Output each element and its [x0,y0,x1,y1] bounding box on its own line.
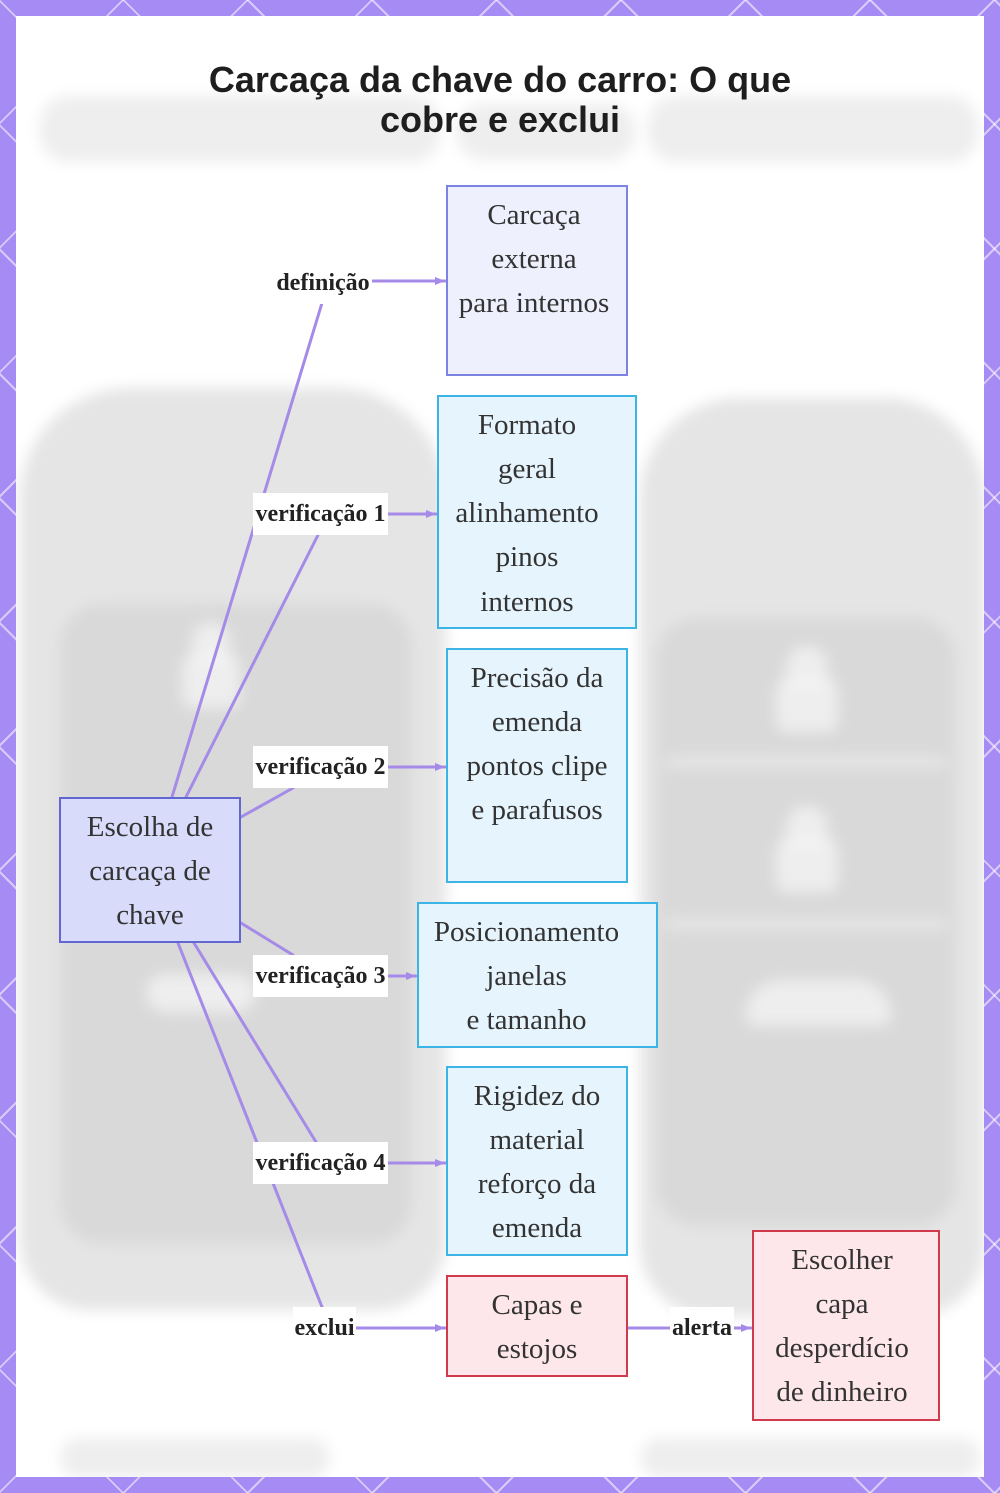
node-posicionamento: Posicionamento janelas e tamanho [417,902,658,1048]
background-blurred-text [640,1438,980,1477]
node-text-line: Formato [477,408,577,441]
edge-label-alerta: alerta [670,1307,734,1349]
car-icon [146,974,256,1012]
edge-label-verificacao-3: verificação 3 [253,955,388,997]
edge-verificacao-3 [239,921,418,980]
node-text-line: Precisão da [470,661,604,694]
node-text-line: chave [116,899,184,932]
node-text-line: Escolha de [86,810,214,843]
node-text-line: emenda [491,1212,583,1245]
node-rigidez-do-material: Rigidez do material reforço da emenda [446,1066,628,1256]
node-capas-e-estojos: Capas e estojos [446,1275,628,1377]
node-formato-geral: Formato geral alinhamento pinos internos [437,395,637,629]
node-text-line: capa [815,1287,869,1320]
background-blurred-text [456,104,636,160]
background-blurred-text [60,1438,330,1477]
node-text-line: Escolher [791,1243,893,1276]
car-icon [746,980,891,1026]
lock-icon [776,680,838,732]
edge-verificacao-1 [184,510,438,799]
lock-shackle-icon [786,806,828,846]
edge-label-definicao: definição [274,262,372,304]
node-text-line: Carcaça [487,198,581,231]
edge-connector [184,533,320,799]
node-escolher-capa-desperdicio: Escolher capa desperdício de dinheiro [752,1230,940,1421]
node-precisao-da-emenda: Precisão da emenda pontos clipe e parafu… [446,648,628,883]
node-carcaca-externa: Carcaça externa para internos [446,185,628,376]
background-fob-divider [666,758,946,766]
node-text-line: e parafusos [471,794,603,827]
edge-label-exclui: exclui [293,1307,356,1349]
node-escolha-de-carcaca-de-chave: Escolha de carcaça de chave [59,797,241,943]
node-text-line: para internos [458,287,610,320]
node-text-line: Capas e [491,1288,583,1321]
background-blurred-text [648,96,978,162]
node-text-line: geral [498,452,556,485]
edge-label-verificacao-2: verificação 2 [253,746,388,788]
edge-label-verificacao-4: verificação 4 [253,1142,388,1184]
edge-connector [239,921,295,957]
lock-shackle-icon [786,646,828,686]
node-text-line: pontos clipe [466,750,608,783]
node-text-line: emenda [491,705,583,738]
edge-definicao [170,277,447,799]
background-fob-divider [666,920,946,928]
node-text-line: estojos [496,1332,578,1365]
node-text-line: Rigidez do [473,1079,601,1112]
lock-icon [776,840,838,892]
edge-exclui [176,941,447,1332]
node-text-line: de dinheiro [776,1376,908,1409]
edge-verificacao-4 [192,941,447,1167]
node-text-line: e tamanho [466,1004,587,1037]
edge-label-verificacao-1: verificação 1 [253,493,388,535]
edge-connector [239,786,295,819]
node-text-line: Posicionamento [433,915,620,948]
node-text-line: reforço da [477,1168,597,1201]
node-text-line: externa [491,242,577,275]
edge-connector [192,941,318,1144]
node-text-line: janelas [486,959,567,992]
node-text-line: alinhamento [455,497,599,530]
edge-verificacao-2 [239,763,447,819]
diagram-title: Carcaça da chave do carro: O que cobre e… [208,59,792,140]
edge-connector [176,941,324,1309]
edge-connector [170,301,324,799]
node-text-line: pinos [495,541,559,574]
node-text-line: material [489,1123,585,1156]
node-text-line: carcaça de [89,854,211,887]
node-text-line: internos [480,585,574,618]
background-blurred-text [40,96,440,162]
node-text-line: desperdício [775,1332,909,1365]
